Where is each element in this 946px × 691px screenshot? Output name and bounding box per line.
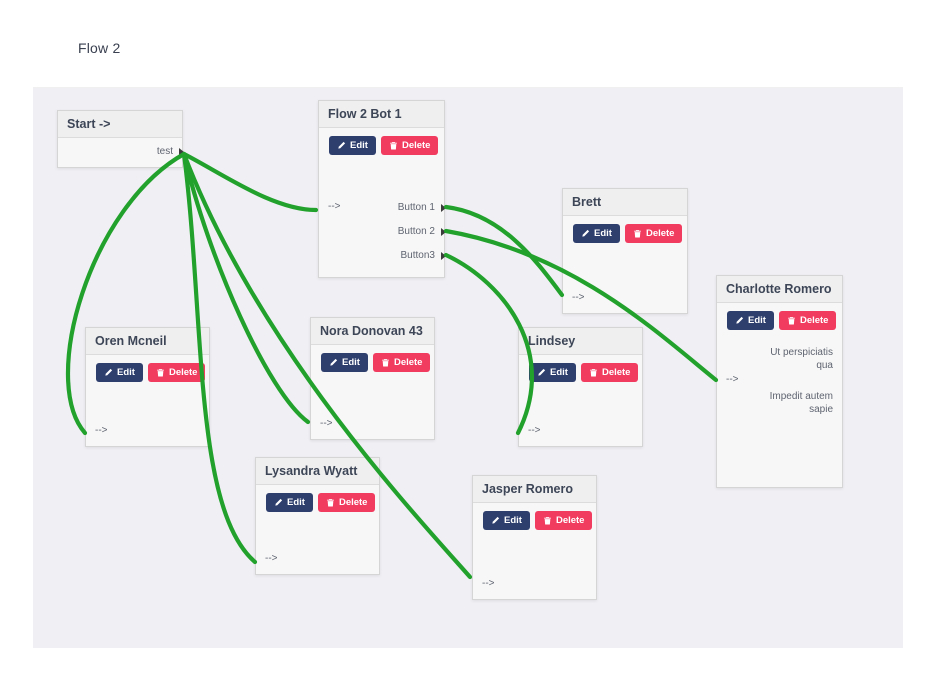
node-nora-donovan[interactable]: Nora Donovan 43 Edit Delete --> bbox=[310, 317, 435, 440]
output-connector-icon[interactable] bbox=[179, 148, 184, 156]
pencil-icon bbox=[537, 368, 546, 377]
delete-button-label: Delete bbox=[168, 367, 198, 378]
delete-button[interactable]: Delete bbox=[372, 353, 431, 372]
trash-icon bbox=[381, 358, 390, 367]
input-port[interactable]: --> bbox=[320, 418, 333, 429]
delete-button[interactable]: Delete bbox=[147, 363, 206, 382]
input-port[interactable]: --> bbox=[328, 201, 341, 212]
output-port-label: Button3 bbox=[400, 250, 435, 261]
trash-icon bbox=[787, 316, 796, 325]
edge-start-to-bot bbox=[181, 151, 319, 213]
pencil-icon bbox=[104, 368, 113, 377]
node-oren-mcneil[interactable]: Oren Mcneil Edit Delete --> bbox=[85, 327, 210, 447]
output-connector-icon[interactable] bbox=[441, 252, 446, 260]
output-connector-icon[interactable] bbox=[441, 204, 446, 212]
trash-icon bbox=[633, 229, 642, 238]
node-flow2-bot1[interactable]: Flow 2 Bot 1 Edit Delete --> Button 1 Bu… bbox=[318, 100, 446, 278]
node-jasper-romero[interactable]: Jasper Romero Edit Delete --> bbox=[472, 475, 597, 600]
edit-button-label: Edit bbox=[504, 515, 522, 526]
edit-button-label: Edit bbox=[117, 367, 135, 378]
edit-button[interactable]: Edit bbox=[727, 311, 774, 330]
node-title: Jasper Romero bbox=[473, 476, 596, 503]
output-port-label: test bbox=[156, 146, 173, 157]
pencil-icon bbox=[491, 516, 500, 525]
edit-button[interactable]: Edit bbox=[321, 353, 368, 372]
node-title: Start -> bbox=[58, 111, 182, 138]
edit-button[interactable]: Edit bbox=[329, 136, 376, 155]
input-port[interactable]: --> bbox=[726, 374, 739, 385]
edit-button[interactable]: Edit bbox=[266, 493, 313, 512]
message-text: Ut perspiciatis qua bbox=[770, 347, 833, 371]
edit-button[interactable]: Edit bbox=[573, 224, 620, 243]
input-port[interactable]: --> bbox=[528, 425, 541, 436]
node-title: Nora Donovan 43 bbox=[311, 318, 434, 345]
node-charlotte-romero[interactable]: Charlotte Romero Edit Delete --> Ut pers… bbox=[716, 275, 843, 488]
delete-button[interactable]: Delete bbox=[380, 136, 439, 155]
delete-button-label: Delete bbox=[645, 228, 675, 239]
trash-icon bbox=[543, 516, 552, 525]
edit-button[interactable]: Edit bbox=[529, 363, 576, 382]
flow-canvas[interactable]: Start -> test Flow 2 Bot 1 Edit Delete bbox=[33, 88, 903, 648]
edit-button-label: Edit bbox=[550, 367, 568, 378]
edit-button-label: Edit bbox=[748, 315, 766, 326]
node-lindsey[interactable]: Lindsey Edit Delete --> bbox=[518, 327, 643, 447]
delete-button-label: Delete bbox=[338, 497, 368, 508]
delete-button[interactable]: Delete bbox=[624, 224, 683, 243]
flow-header: Flow 2 bbox=[33, 10, 903, 88]
node-title: Charlotte Romero bbox=[717, 276, 842, 303]
pencil-icon bbox=[337, 141, 346, 150]
trash-icon bbox=[156, 368, 165, 377]
edit-button-label: Edit bbox=[350, 140, 368, 151]
delete-button[interactable]: Delete bbox=[317, 493, 376, 512]
pencil-icon bbox=[735, 316, 744, 325]
pencil-icon bbox=[329, 358, 338, 367]
trash-icon bbox=[389, 141, 398, 150]
node-lysandra-wyatt[interactable]: Lysandra Wyatt Edit Delete --> bbox=[255, 457, 380, 575]
pencil-icon bbox=[274, 498, 283, 507]
trash-icon bbox=[589, 368, 598, 377]
delete-button-label: Delete bbox=[601, 367, 631, 378]
message-text: Impedit autem sapie bbox=[769, 391, 833, 415]
edit-button-label: Edit bbox=[287, 497, 305, 508]
node-title: Lysandra Wyatt bbox=[256, 458, 379, 485]
edit-button[interactable]: Edit bbox=[483, 511, 530, 530]
node-brett[interactable]: Brett Edit Delete --> bbox=[562, 188, 688, 314]
edit-button[interactable]: Edit bbox=[96, 363, 143, 382]
pencil-icon bbox=[581, 229, 590, 238]
input-port[interactable]: --> bbox=[572, 292, 585, 303]
page-title: Flow 2 bbox=[78, 40, 121, 56]
trash-icon bbox=[326, 498, 335, 507]
output-connector-icon[interactable] bbox=[441, 228, 446, 236]
edit-button-label: Edit bbox=[594, 228, 612, 239]
input-port[interactable]: --> bbox=[95, 425, 108, 436]
edit-button-label: Edit bbox=[342, 357, 360, 368]
input-port[interactable]: --> bbox=[482, 578, 495, 589]
delete-button[interactable]: Delete bbox=[778, 311, 837, 330]
delete-button[interactable]: Delete bbox=[534, 511, 593, 530]
node-start[interactable]: Start -> test bbox=[57, 110, 184, 168]
delete-button-label: Delete bbox=[799, 315, 829, 326]
delete-button-label: Delete bbox=[555, 515, 585, 526]
flow-editor: Flow 2 Start -> test Flow 2 Bot 1 Edit bbox=[33, 10, 903, 648]
node-title: Flow 2 Bot 1 bbox=[319, 101, 444, 128]
output-port-label: Button 1 bbox=[397, 202, 435, 213]
output-port-label: Button 2 bbox=[397, 226, 435, 237]
node-title: Brett bbox=[563, 189, 687, 216]
input-port[interactable]: --> bbox=[265, 553, 278, 564]
delete-button-label: Delete bbox=[401, 140, 431, 151]
delete-button-label: Delete bbox=[393, 357, 423, 368]
node-title: Lindsey bbox=[519, 328, 642, 355]
delete-button[interactable]: Delete bbox=[580, 363, 639, 382]
node-title: Oren Mcneil bbox=[86, 328, 209, 355]
edge-button1-to-brett bbox=[443, 204, 565, 298]
